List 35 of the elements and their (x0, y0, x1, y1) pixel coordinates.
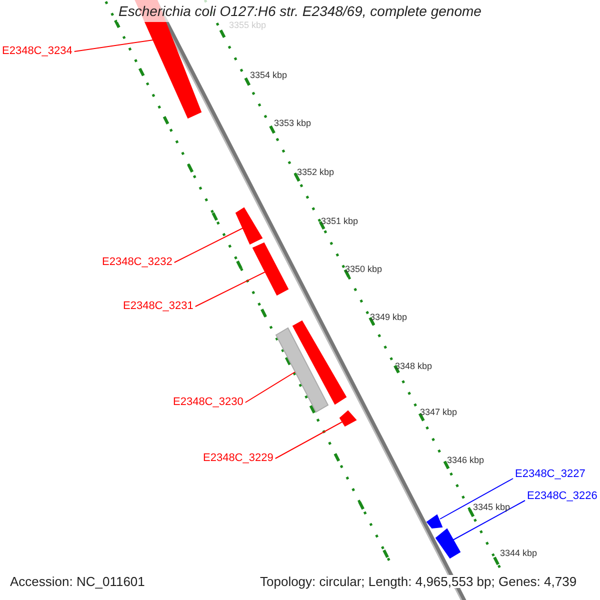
gene-feature (426, 514, 443, 529)
scale-label: 3345 kbp (473, 503, 510, 512)
gene-feature (275, 327, 329, 413)
scale-label: 3349 kbp (370, 313, 408, 322)
footer-text: Accession: NC_011601 (10, 575, 145, 588)
scale-label: 3353 kbp (274, 119, 312, 128)
leader-line (440, 478, 514, 520)
scale-label: 3351 kbp (321, 217, 358, 226)
gene-label: E2348C_3230 (173, 397, 244, 408)
gene-feature (339, 410, 357, 427)
scale-label: 3352 kbp (297, 168, 334, 177)
gene-label: E2348C_3231 (123, 301, 194, 312)
title: Escherichia coli O127:H6 str. E2348/69, complete genome (116, 0, 484, 22)
scale-label: 3348 kbp (395, 362, 432, 371)
gene-label: E2348C_3234 (2, 46, 72, 57)
leader-line (74, 40, 154, 52)
footer-text: Topology: circular; Length: 4,965,553 bp; Genes: 4,739 (260, 575, 577, 588)
gene-feature (435, 528, 461, 559)
gene-feature (235, 207, 263, 245)
scale-label: 3346 kbp (447, 456, 484, 465)
gene-feature (252, 242, 289, 296)
leader-line (244, 372, 296, 403)
gene-label: E2348C_3227 (515, 469, 586, 480)
scale-label: 3354 kbp (250, 71, 288, 80)
gene-label: E2348C_3229 (203, 453, 274, 464)
leader-line (452, 500, 526, 540)
scale-label: 3347 kbp (420, 408, 458, 417)
leader-line (274, 422, 342, 459)
leader-line (194, 272, 266, 307)
gene-label: E2348C_3232 (102, 257, 172, 268)
gene-feature (292, 320, 347, 405)
leader-line (174, 228, 244, 263)
scale-label: 3344 kbp (500, 549, 538, 558)
gene-label: E2348C_3226 (527, 491, 598, 502)
scale-label: 3350 kbp (345, 265, 382, 274)
